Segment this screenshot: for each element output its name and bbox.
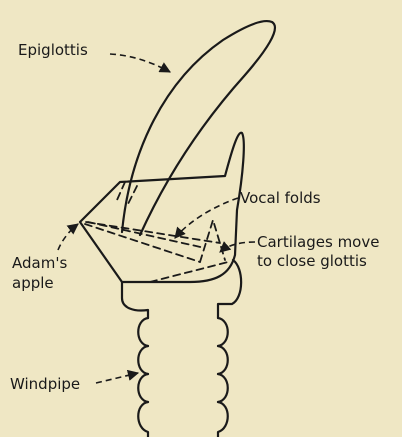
epiglottis-leader [110,54,170,72]
adams-apple-label-line2: apple [12,274,54,292]
windpipe-label: Windpipe [10,375,80,393]
vocal-folds-leader [175,198,238,238]
cricoid-cartilage [122,260,241,318]
thyroid-cartilage [80,133,244,282]
vocal-folds-label: Vocal folds [240,189,321,207]
cartilages-leader [220,242,255,252]
windpipe-leader [96,373,138,383]
cartilages-label-line2: to close glottis [257,252,367,270]
epiglottis-label: Epiglottis [18,41,88,59]
vocal-folds-dashed [85,220,228,282]
adams-apple-label-line1: Adam's [12,254,67,272]
cartilages-label-line1: Cartilages move [257,233,379,251]
adams-apple-leader [58,224,78,250]
windpipe-rings [138,318,228,437]
